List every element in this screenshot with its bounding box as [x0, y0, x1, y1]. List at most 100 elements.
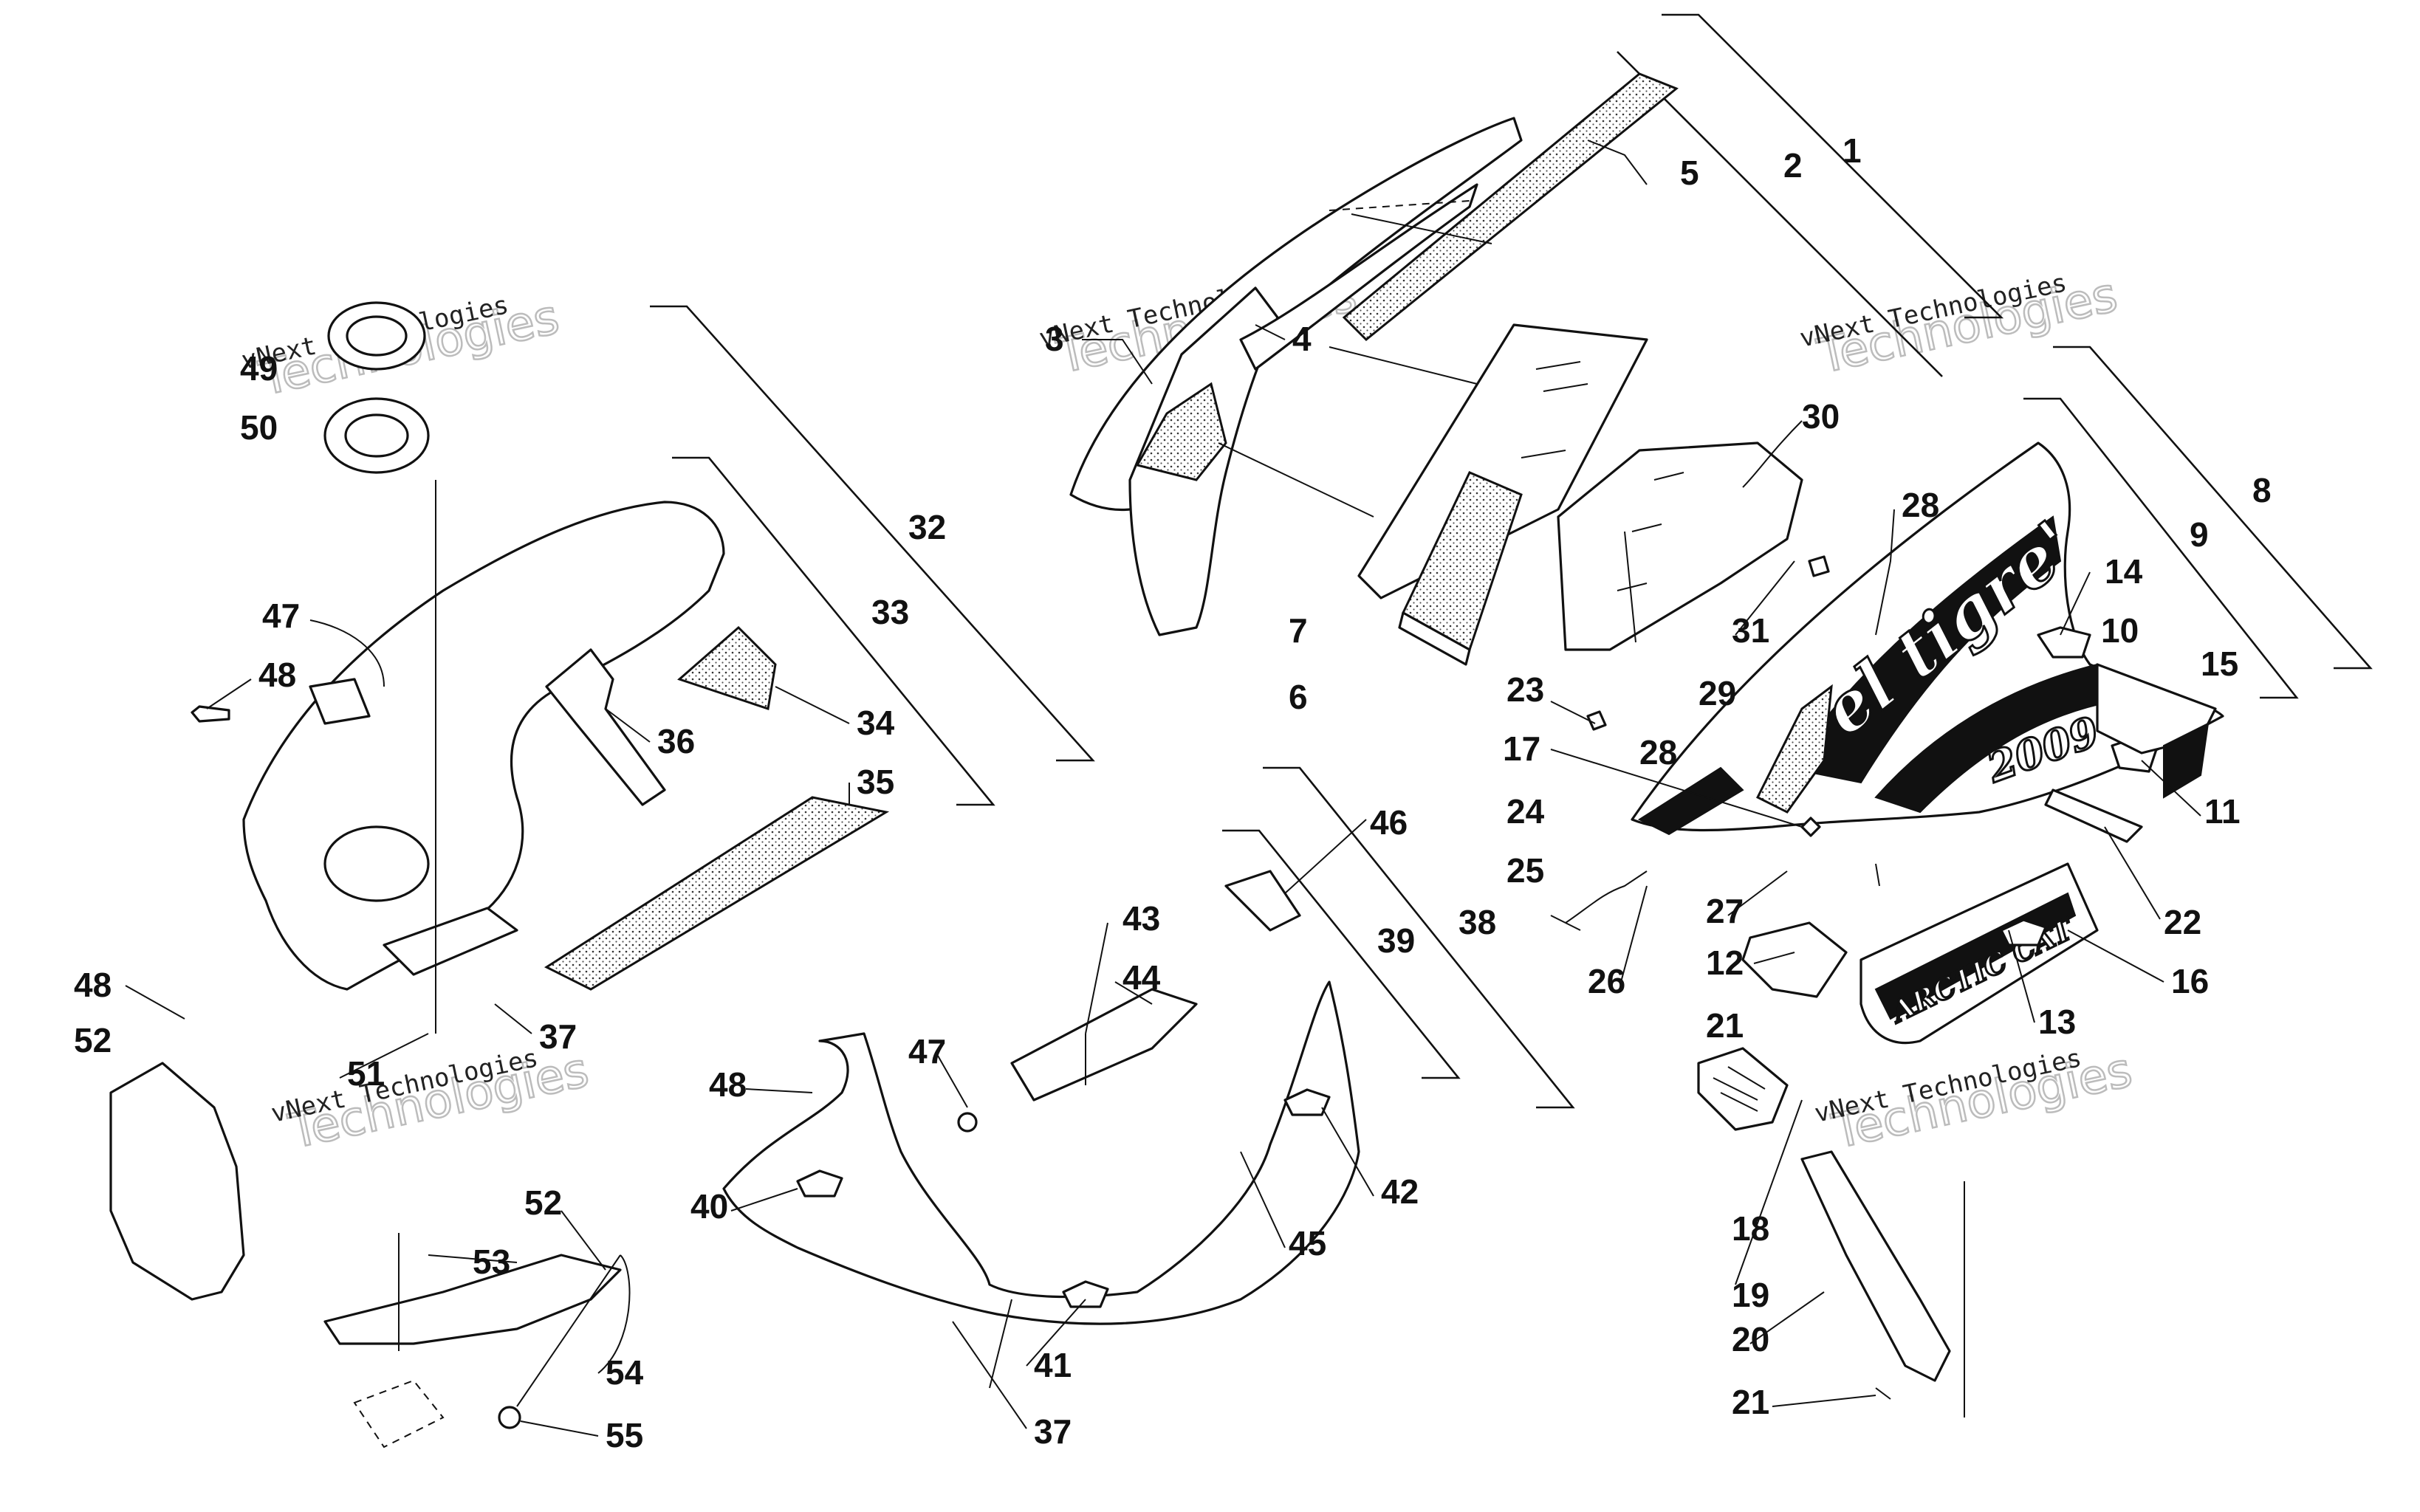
callout-52b: 52 — [524, 1183, 562, 1222]
part-47-bracket — [309, 678, 371, 725]
part-46-bracket — [1224, 870, 1301, 932]
part-50-gasket-inner — [344, 413, 409, 458]
leader-guide — [989, 1299, 1012, 1389]
leader-guide — [1218, 442, 1374, 518]
callout-labels: 1 2 3 4 5 6 7 8 9 10 11 12 13 14 15 16 1… — [74, 131, 2272, 1454]
part-42-emblem — [1283, 1088, 1331, 1116]
callout-46: 46 — [1370, 803, 1408, 842]
callout-28b: 28 — [1639, 733, 1677, 772]
part-41-emblem — [1062, 1280, 1109, 1308]
part-3-foam — [1135, 382, 1227, 481]
part-38-pan — [722, 980, 1360, 1325]
callout-47b: 47 — [908, 1032, 946, 1071]
bracket-33 — [672, 456, 995, 806]
callout-36: 36 — [657, 722, 695, 760]
part-44-bracket — [1010, 988, 1198, 1102]
callout-10: 10 — [2101, 611, 2139, 650]
callout-44: 44 — [1122, 958, 1161, 997]
leader-guide — [1329, 346, 1478, 385]
panel-scratch — [1521, 361, 1588, 458]
callout-8: 8 — [2252, 471, 2272, 509]
bracket-9 — [2023, 397, 2299, 699]
part-52-panel — [109, 1062, 245, 1301]
panel-slots — [1617, 472, 1684, 591]
bracket-39 — [1222, 829, 1461, 1079]
callout-7: 7 — [1289, 611, 1308, 650]
part-4-inner — [1239, 183, 1478, 371]
callout-33: 33 — [871, 593, 909, 631]
callout-55: 55 — [606, 1416, 643, 1454]
bracket-2 — [1617, 51, 1943, 377]
callout-15: 15 — [2201, 645, 2238, 683]
gasket-set — [323, 301, 430, 474]
callout-6: 6 — [1289, 678, 1308, 716]
callout-35: 35 — [857, 763, 894, 801]
side-panel-30 — [1557, 441, 1830, 651]
part-17-clip — [1800, 817, 1821, 837]
callout-2: 2 — [1783, 146, 1803, 185]
callout-39: 39 — [1377, 921, 1415, 960]
callout-28: 28 — [1902, 486, 1939, 524]
part-6-foam-side — [1398, 611, 1471, 666]
callout-25: 25 — [1506, 851, 1544, 890]
callout-48: 48 — [258, 656, 296, 694]
grille-mesh — [1713, 1066, 1766, 1112]
callout-5: 5 — [1680, 154, 1699, 192]
bracket-38 — [1263, 766, 1575, 1109]
callout-24: 24 — [1506, 792, 1545, 831]
fastener-21b — [1875, 863, 1880, 887]
callout-50: 50 — [240, 408, 278, 447]
part-29-mesh — [1755, 684, 1833, 814]
part-31-clip — [1808, 555, 1830, 577]
frame-hole — [323, 825, 430, 902]
callout-40: 40 — [690, 1187, 728, 1226]
nose-stripe-side — [1637, 766, 1744, 836]
hood-top-cover — [1069, 72, 1679, 636]
part-35-foam — [544, 796, 890, 991]
part-25-pin — [1550, 915, 1581, 931]
callout-42: 42 — [1381, 1172, 1419, 1211]
callout-16: 16 — [2171, 962, 2209, 1000]
windshield-panel — [1357, 323, 1648, 666]
side-panel-assembly — [109, 1062, 622, 1449]
part-34-foam — [677, 625, 777, 710]
callout-49: 49 — [240, 349, 278, 388]
frame-rim — [383, 907, 518, 976]
callout-48c: 48 — [709, 1065, 747, 1104]
callout-30: 30 — [1802, 397, 1840, 436]
callout-43: 43 — [1122, 899, 1160, 938]
part-40-emblem — [796, 1169, 843, 1197]
part-18-grille — [1697, 1047, 1789, 1131]
part-30-panel — [1557, 441, 1803, 651]
callout-47: 47 — [262, 597, 300, 635]
watermark-5: Technologies vNext Technologies — [1812, 1042, 2138, 1161]
callout-37b: 37 — [1034, 1412, 1072, 1451]
part-7-panel — [1357, 323, 1648, 599]
part-48-clip — [191, 705, 230, 723]
watermark-3: Technologies vNext Technologies — [1797, 267, 2123, 386]
callout-21: 21 — [1706, 1006, 1744, 1045]
callout-3: 3 — [1045, 320, 1064, 358]
belly-pan-assembly — [722, 870, 1360, 1389]
leader-guide — [1351, 213, 1492, 244]
nose-tip-stripe — [2163, 722, 2210, 799]
callout-27: 27 — [1706, 892, 1744, 930]
nose-stripe — [1786, 515, 2062, 784]
callout-11: 11 — [2204, 792, 2241, 831]
dash-guide — [353, 1379, 445, 1449]
callout-21b: 21 — [1732, 1383, 1769, 1421]
callout-1: 1 — [1843, 131, 1862, 170]
callout-45: 45 — [1289, 1224, 1326, 1262]
callout-19: 19 — [1732, 1276, 1769, 1314]
part-36-duct — [545, 648, 666, 806]
bracket-8 — [2053, 346, 2373, 670]
part-12-bracket — [1741, 921, 1848, 998]
part-49-gasket-inner — [346, 315, 408, 357]
leader-guide — [516, 1254, 621, 1407]
part-23-clip — [1586, 710, 1607, 731]
callout-52: 52 — [74, 1021, 112, 1059]
dash-guide — [1329, 200, 1470, 211]
callout-41: 41 — [1034, 1346, 1072, 1384]
callout-48b: 48 — [74, 966, 112, 1004]
